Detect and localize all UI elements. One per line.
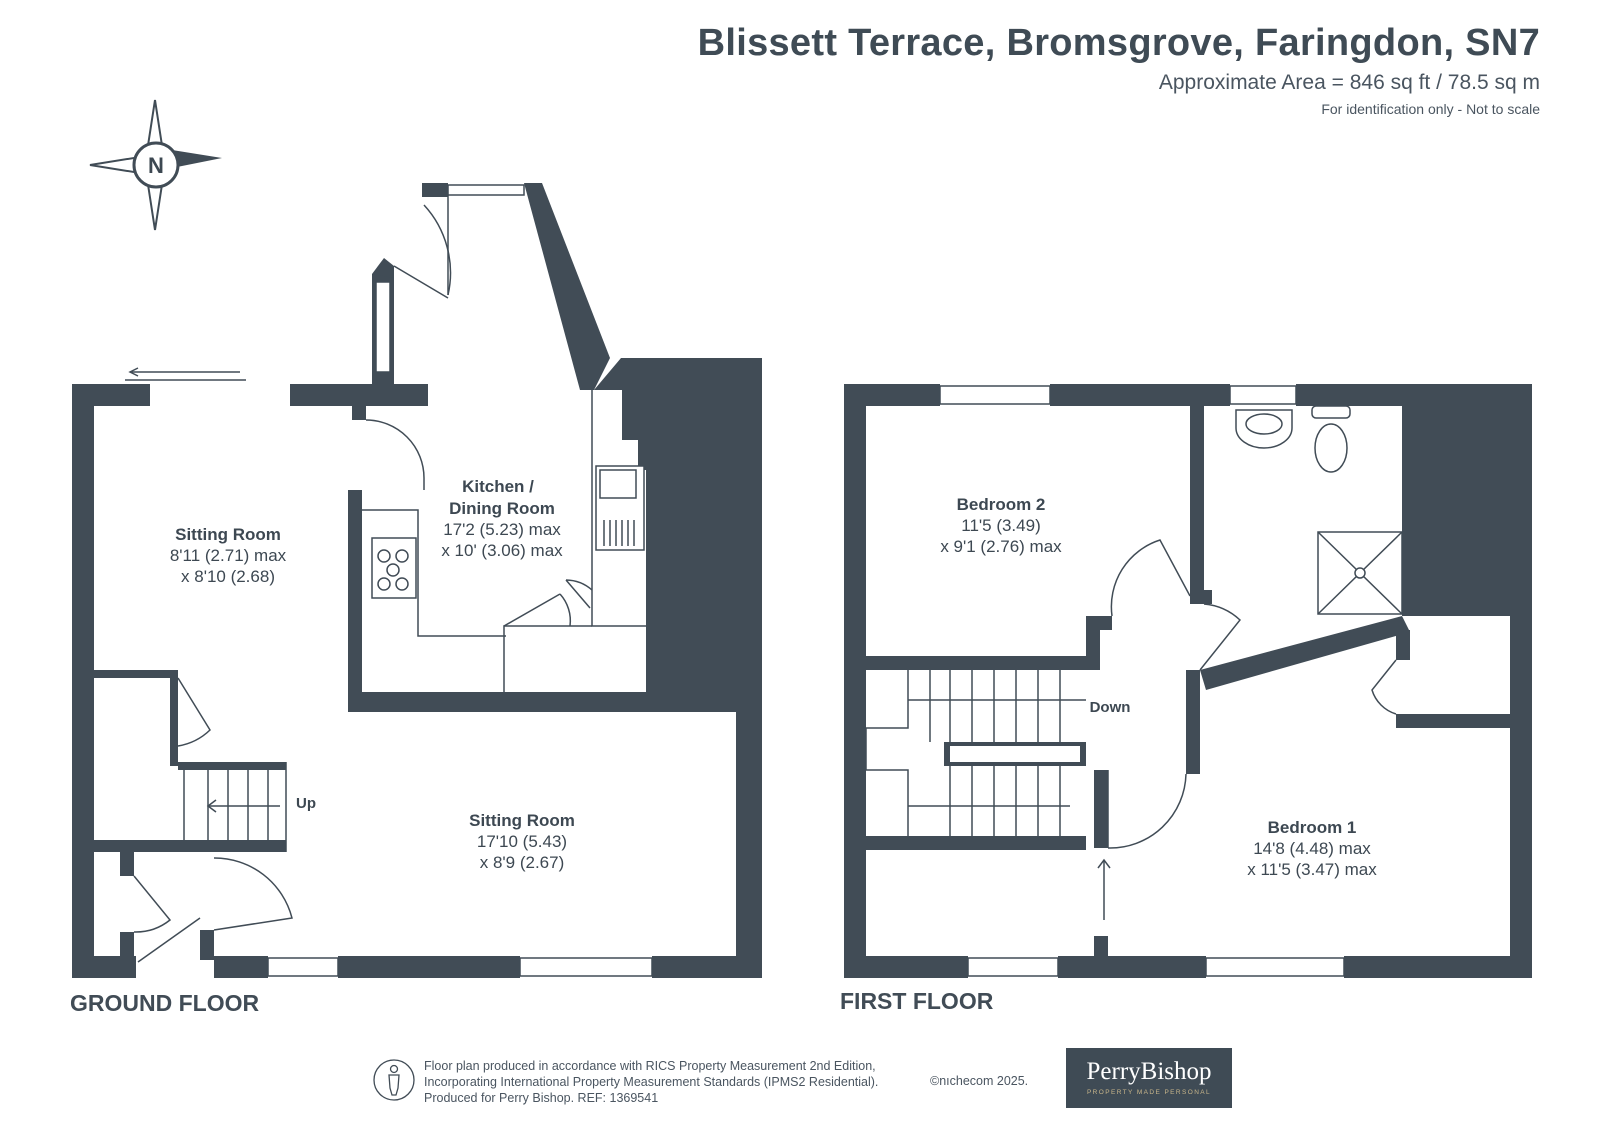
room-dimension: 8'11 (2.71) max	[170, 546, 287, 565]
disclaimer: For identification only - Not to scale	[1321, 101, 1540, 117]
logo-name: PerryBishop	[1086, 1058, 1212, 1085]
ground-floor-label: GROUND FLOOR	[70, 990, 260, 1016]
first-floor-label: FIRST FLOOR	[840, 988, 994, 1014]
room-sitting-room-2: Sitting Room 17'10 (5.43) x 8'9 (2.67)	[469, 811, 575, 872]
ground-floor-plan: Sitting Room 8'11 (2.71) max x 8'10 (2.6…	[72, 183, 762, 978]
stairs-up-label: Up	[296, 795, 316, 812]
logo-tagline: PROPERTY MADE PERSONAL	[1086, 1089, 1212, 1096]
room-bedroom-2: Bedroom 2 11'5 (3.49) x 9'1 (2.76) max	[940, 495, 1062, 556]
header: Blissett Terrace, Bromsgrove, Faringdon,…	[698, 22, 1540, 117]
property-title: Blissett Terrace, Bromsgrove, Faringdon,…	[697, 22, 1540, 64]
copyright: ©nıchecom 2025.	[930, 1074, 1029, 1088]
bathroom-fixtures	[1235, 405, 1403, 615]
room-name: Kitchen /	[462, 477, 534, 496]
person-icon	[373, 1059, 415, 1101]
room-name: Sitting Room	[175, 525, 281, 544]
ground-stairs	[183, 762, 287, 852]
footer-line: Incorporating International Property Mea…	[424, 1075, 879, 1089]
room-sitting-room-1: Sitting Room 8'11 (2.71) max x 8'10 (2.6…	[170, 525, 287, 586]
draining-board	[603, 520, 635, 546]
room-dimension: 17'10 (5.43)	[477, 832, 567, 851]
footer-line: Floor plan produced in accordance with R…	[424, 1059, 876, 1073]
footer-notes: Floor plan produced in accordance with R…	[424, 1058, 878, 1106]
room-dimension: x 10' (3.06) max	[441, 541, 563, 560]
room-dimension: x 8'9 (2.67)	[480, 853, 565, 872]
stairs-down-label: Down	[1090, 699, 1131, 716]
perry-bishop-logo: PerryBishop PROPERTY MADE PERSONAL	[1066, 1048, 1232, 1108]
compass-label: N	[148, 153, 164, 178]
first-stairs	[865, 670, 1086, 836]
room-kitchen-dining: Kitchen / Dining Room 17'2 (5.23) max x …	[441, 477, 563, 560]
footer-line: Produced for Perry Bishop. REF: 1369541	[424, 1091, 659, 1105]
room-name: Bedroom 1	[1268, 818, 1357, 837]
room-name: Dining Room	[449, 499, 555, 518]
room-bedroom-1: Bedroom 1 14'8 (4.48) max x 11'5 (3.47) …	[1247, 818, 1377, 879]
room-dimension: x 8'10 (2.68)	[181, 567, 275, 586]
compass-icon: N	[89, 99, 222, 231]
first-floor-plan: Bedroom 2 11'5 (3.49) x 9'1 (2.76) max B…	[844, 384, 1532, 978]
room-dimension: x 11'5 (3.47) max	[1247, 860, 1377, 879]
room-dimension: 17'2 (5.23) max	[443, 520, 561, 539]
room-name: Bedroom 2	[957, 495, 1046, 514]
room-name: Sitting Room	[469, 811, 575, 830]
room-dimension: 11'5 (3.49)	[961, 516, 1040, 535]
approximate-area: Approximate Area = 846 sq ft / 78.5 sq m	[1158, 71, 1540, 94]
room-dimension: x 9'1 (2.76) max	[940, 537, 1062, 556]
room-dimension: 14'8 (4.48) max	[1253, 839, 1371, 858]
